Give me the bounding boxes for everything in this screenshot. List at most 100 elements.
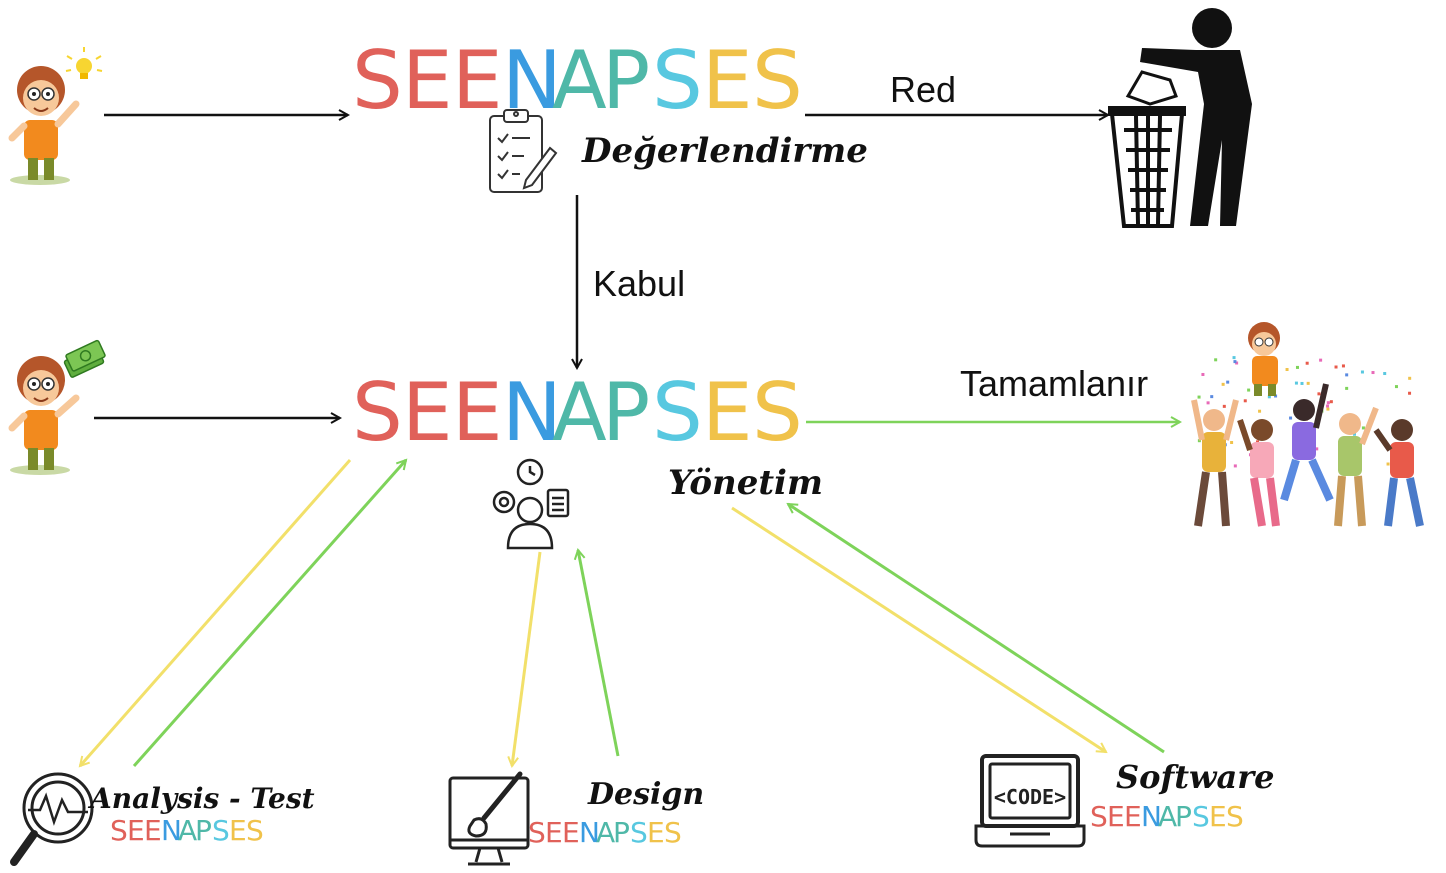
confetti-piece (1197, 439, 1201, 443)
design-title: Design (587, 777, 704, 812)
confetti-piece (1306, 381, 1310, 385)
analysis-brand-letter: S (246, 814, 264, 847)
confetti-piece (1256, 440, 1260, 444)
software-brand-letter: E (1209, 800, 1227, 833)
management-people-icon (492, 458, 570, 550)
confetti-piece (1300, 381, 1304, 385)
design-brand-letter: S (528, 816, 546, 849)
management-label: Yönetim (668, 463, 823, 503)
evaluation-label: Değerlendirme (581, 131, 868, 171)
confetti-piece (1326, 401, 1330, 405)
confetti-piece (1233, 464, 1237, 468)
analysis-brand-letter: S (110, 814, 128, 847)
confetti-piece (1386, 462, 1390, 466)
confetti-piece (1285, 367, 1289, 371)
brand-top-letter: S (752, 34, 803, 127)
arrow-from-analysis (132, 460, 406, 767)
analysis-brand-letter: E (229, 814, 247, 847)
confetti-piece (1326, 404, 1330, 408)
design-brand-letter: N (579, 816, 600, 849)
confetti-piece (1345, 373, 1349, 377)
design-brand-letter: S (664, 816, 682, 849)
person-with-idea (8, 66, 80, 185)
person-with-money (8, 356, 80, 475)
confetti-piece (1235, 361, 1239, 365)
software-brand-letter: S (1192, 800, 1210, 833)
arrow-to-analysis (80, 459, 352, 766)
brand-top-letter: A (552, 34, 607, 127)
analysis-brand-letter: A (178, 814, 197, 847)
brand-top-letter: E (452, 34, 503, 127)
brand-mid-letter: N (502, 366, 562, 459)
analysis-brand-letter: E (144, 814, 162, 847)
analysis-brand-letter: P (195, 814, 212, 847)
software-brand-letter: S (1226, 800, 1244, 833)
confetti-piece (1222, 404, 1226, 408)
brand-top-letter: S (352, 34, 403, 127)
confetti-piece (1295, 365, 1299, 369)
software-brand-letter: P (1175, 800, 1192, 833)
confetti-piece (1352, 432, 1356, 436)
brand-mid-letter: S (652, 366, 703, 459)
confetti-piece (1243, 399, 1247, 403)
brand-top-letter: E (402, 34, 453, 127)
confetti-piece (1334, 365, 1338, 369)
analysis-brand-letter: N (161, 814, 182, 847)
accept-label: Kabul (593, 263, 685, 304)
design-brand-letter: E (545, 816, 563, 849)
confetti-piece (1317, 392, 1321, 396)
money-icon (63, 339, 106, 378)
brand-mid-letter: P (602, 366, 650, 459)
brand-mid-letter: S (352, 366, 403, 459)
arrow-to-software (731, 506, 1106, 754)
confetti-piece (1360, 370, 1364, 374)
software-brand-letter: S (1090, 800, 1108, 833)
confetti-piece (1345, 386, 1349, 390)
confetti-piece (1361, 426, 1365, 430)
software-brand-letter: E (1107, 800, 1125, 833)
confetti-piece (1233, 360, 1237, 364)
confetti-piece (1274, 394, 1278, 398)
design-brand-letter: S (630, 816, 648, 849)
confetti-piece (1315, 447, 1319, 451)
analysis-magnifier-icon (10, 772, 94, 866)
confetti-piece (1247, 388, 1251, 392)
design-monitor-brush-icon (448, 771, 530, 866)
arrow-from-software (788, 502, 1165, 754)
confetti-piece (1230, 441, 1234, 445)
software-brand-letter: N (1141, 800, 1162, 833)
confetti-piece (1394, 385, 1398, 389)
confetti-piece (1294, 381, 1298, 385)
design-brand-letter: A (596, 816, 615, 849)
analysis-title: Analysis - Test (87, 782, 315, 815)
confetti-piece (1232, 356, 1236, 360)
trash-bin-icon (1108, 8, 1252, 228)
arrow-from-design (578, 550, 620, 757)
lightbulb-icon (65, 47, 103, 79)
analysis-brand-letter: S (212, 814, 230, 847)
confetti-piece (1408, 376, 1412, 380)
design-brand-letter: P (613, 816, 630, 849)
confetti-piece (1326, 407, 1330, 411)
confetti-piece (1197, 395, 1201, 399)
confetti-piece (1371, 371, 1375, 375)
confetti-piece (1408, 391, 1412, 395)
confetti-piece (1206, 401, 1210, 405)
confetti-piece (1383, 372, 1387, 376)
design-brand-letter: E (647, 816, 665, 849)
analysis-brand-letter: E (127, 814, 145, 847)
brand-top-letter: S (652, 34, 703, 127)
software-brand-letter: A (1158, 800, 1177, 833)
brand-mid-letter: E (402, 366, 453, 459)
confetti-piece (1258, 409, 1262, 413)
confetti-piece (1305, 361, 1309, 365)
design-brand-letter: E (562, 816, 580, 849)
confetti-piece (1267, 395, 1271, 399)
brand-top-letter: E (702, 34, 753, 127)
confetti-piece (1289, 416, 1293, 420)
